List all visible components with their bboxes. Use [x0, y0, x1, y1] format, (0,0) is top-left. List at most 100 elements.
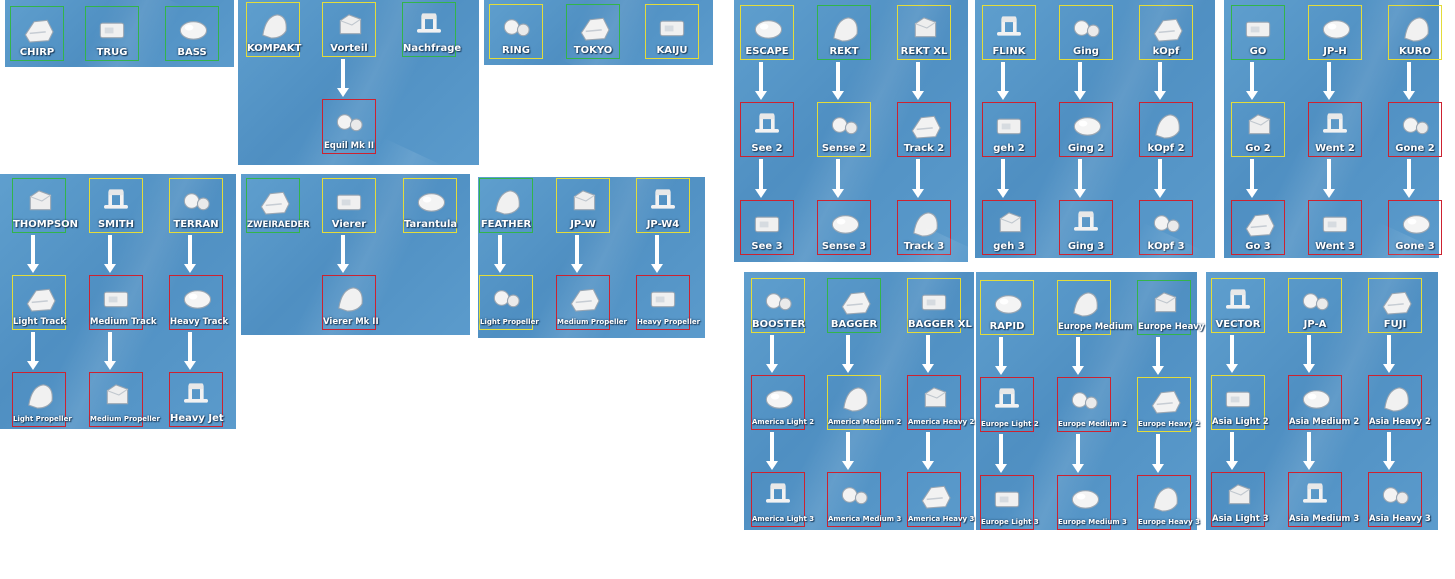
tech-node-asia-light-2[interactable]: Asia Light 2: [1211, 375, 1269, 430]
tech-node-kaiju[interactable]: KAIJU: [645, 4, 699, 59]
tech-node-ring[interactable]: RING: [489, 4, 543, 59]
tech-node-vector[interactable]: VECTOR: [1211, 278, 1265, 333]
tech-node-heavy-jet[interactable]: Heavy Jet: [169, 372, 224, 427]
tech-node-rekt-xl[interactable]: REKT XL: [897, 5, 951, 60]
tech-node-equil-mk-ii[interactable]: Equil Mk II: [322, 99, 376, 154]
tech-node-terran[interactable]: TERRAN: [169, 178, 223, 233]
upgrade-arrow-icon: [1072, 434, 1084, 473]
tech-node-light-propeller-2[interactable]: Light Propeller: [479, 275, 539, 330]
tech-node-label: kOpf: [1152, 46, 1180, 57]
upgrade-arrow-icon: [337, 235, 349, 273]
tech-node-heavy-propeller[interactable]: Heavy Propeller: [636, 275, 700, 330]
tech-node-gone-2[interactable]: Gone 2: [1388, 102, 1442, 157]
tech-node-europe-medium-2[interactable]: Europe Medium 2: [1057, 377, 1127, 432]
tech-node-asia-light-3[interactable]: Asia Light 3: [1211, 472, 1269, 527]
tech-node-go[interactable]: GO: [1231, 5, 1285, 60]
tech-node-america-medium-2[interactable]: America Medium 2: [827, 375, 901, 430]
tech-node-europe-medium-3[interactable]: Europe Medium 3: [1057, 475, 1127, 530]
tech-node-kopf-3[interactable]: kOpf 3: [1139, 200, 1193, 255]
tech-node-ging-3[interactable]: Ging 3: [1059, 200, 1113, 255]
tech-node-kuro[interactable]: KURO: [1388, 5, 1442, 60]
tech-node-medium-propeller[interactable]: Medium Propeller: [89, 372, 160, 427]
tarantula-icon: [412, 185, 448, 217]
tech-node-america-heavy-3[interactable]: America Heavy 3: [907, 472, 974, 527]
tech-node-see-3[interactable]: See 3: [740, 200, 794, 255]
tech-node-smith[interactable]: SMITH: [89, 178, 143, 233]
tech-node-medium-track[interactable]: Medium Track: [89, 275, 157, 330]
tech-node-chirp[interactable]: CHIRP: [10, 6, 64, 61]
tech-node-bagger[interactable]: BAGGER: [827, 278, 881, 333]
tech-node-track-3[interactable]: Track 3: [897, 200, 951, 255]
tech-node-flink[interactable]: FLINK: [982, 5, 1036, 60]
tech-node-medium-propeller-2[interactable]: Medium Propeller: [556, 275, 627, 330]
tech-node-booster[interactable]: BOOSTER: [751, 278, 805, 333]
tech-node-feather[interactable]: FEATHER: [479, 178, 533, 233]
sense-2-icon: [826, 109, 862, 141]
tech-node-america-light-3[interactable]: America Light 3: [751, 472, 814, 527]
tech-node-america-light-2[interactable]: America Light 2: [751, 375, 814, 430]
tech-node-kopf[interactable]: kOpf: [1139, 5, 1193, 60]
upgrade-arrow-icon: [832, 62, 844, 100]
tech-node-jp-w4[interactable]: JP-W4: [636, 178, 690, 233]
upgrade-arrow-icon: [1303, 432, 1315, 470]
tech-node-ging[interactable]: Ging: [1059, 5, 1113, 60]
tech-node-fuji[interactable]: FUJI: [1368, 278, 1422, 333]
tech-node-bass[interactable]: BASS: [165, 6, 219, 61]
tech-node-label: Asia Medium 2: [1289, 417, 1360, 427]
tech-node-go-2[interactable]: Go 2: [1231, 102, 1285, 157]
tech-node-nachfrage[interactable]: Nachfrage: [402, 2, 461, 57]
tech-node-ging-2[interactable]: Ging 2: [1059, 102, 1113, 157]
tech-node-asia-heavy-3[interactable]: Asia Heavy 3: [1368, 472, 1431, 527]
tech-node-sense-2[interactable]: Sense 2: [817, 102, 871, 157]
tech-node-label: Tarantula: [404, 219, 458, 230]
tech-node-europe-medium[interactable]: Europe Medium: [1057, 280, 1133, 335]
tech-node-europe-heavy[interactable]: Europe Heavy: [1137, 280, 1204, 335]
tech-node-gone-3[interactable]: Gone 3: [1388, 200, 1442, 255]
tech-node-tokyo[interactable]: TOKYO: [566, 4, 620, 59]
tech-node-thompson[interactable]: THOMPSON: [12, 178, 78, 233]
tech-node-rapid[interactable]: RAPID: [980, 280, 1034, 335]
tech-node-trug[interactable]: TRUG: [85, 6, 139, 61]
tech-node-bagger-xl[interactable]: BAGGER XL: [907, 278, 972, 333]
tech-node-vorteil[interactable]: Vorteil: [322, 2, 376, 57]
upgrade-arrow-icon: [337, 59, 349, 97]
tech-node-jp-w[interactable]: JP-W: [556, 178, 610, 233]
tech-node-europe-light-3[interactable]: Europe Light 3: [980, 475, 1039, 530]
tech-node-asia-medium-3[interactable]: Asia Medium 3: [1288, 472, 1359, 527]
tech-node-america-heavy-2[interactable]: America Heavy 2: [907, 375, 974, 430]
tech-node-rekt[interactable]: REKT: [817, 5, 871, 60]
tech-node-kopf-2[interactable]: kOpf 2: [1139, 102, 1193, 157]
tech-node-zweiraeder[interactable]: ZWEIRAEDER: [246, 178, 310, 233]
tech-node-asia-heavy-2[interactable]: Asia Heavy 2: [1368, 375, 1431, 430]
tech-node-europe-heavy-3[interactable]: Europe Heavy 3: [1137, 475, 1200, 530]
tech-node-kompakt[interactable]: KOMPAKT: [246, 2, 301, 57]
tech-node-europe-light-2[interactable]: Europe Light 2: [980, 377, 1039, 432]
upgrade-arrow-icon: [755, 62, 767, 100]
tech-node-geh-2[interactable]: geh 2: [982, 102, 1036, 157]
tech-node-see-2[interactable]: See 2: [740, 102, 794, 157]
tech-node-geh-3[interactable]: geh 3: [982, 200, 1036, 255]
tech-node-tarantula[interactable]: Tarantula: [403, 178, 457, 233]
tech-node-label: FEATHER: [480, 219, 532, 230]
tech-node-jp-a[interactable]: JP-A: [1288, 278, 1342, 333]
tech-node-went-3[interactable]: Went 3: [1308, 200, 1362, 255]
tech-node-light-track[interactable]: Light Track: [12, 275, 66, 330]
tech-node-light-propeller[interactable]: Light Propeller: [12, 372, 72, 427]
tech-node-track-2[interactable]: Track 2: [897, 102, 951, 157]
upgrade-arrow-icon: [912, 159, 924, 198]
tech-node-escape[interactable]: ESCAPE: [740, 5, 794, 60]
tech-node-go-3[interactable]: Go 3: [1231, 200, 1285, 255]
tech-node-sense-3[interactable]: Sense 3: [817, 200, 871, 255]
america-light-2-icon: [760, 382, 796, 414]
tech-node-label: Go 2: [1245, 143, 1271, 154]
tech-node-went-2[interactable]: Went 2: [1308, 102, 1362, 157]
tech-node-heavy-track[interactable]: Heavy Track: [169, 275, 228, 330]
tech-node-label: TOKYO: [573, 45, 613, 56]
tech-node-label: Went 2: [1315, 143, 1355, 154]
tech-node-vierer-mk-ii[interactable]: Vierer Mk II: [322, 275, 379, 330]
tech-node-europe-heavy-2[interactable]: Europe Heavy 2: [1137, 377, 1200, 432]
tech-node-vierer[interactable]: Vierer: [322, 178, 376, 233]
tech-node-america-medium-3[interactable]: America Medium 3: [827, 472, 901, 527]
tech-node-asia-medium-2[interactable]: Asia Medium 2: [1288, 375, 1360, 430]
tech-node-jp-h[interactable]: JP-H: [1308, 5, 1362, 60]
